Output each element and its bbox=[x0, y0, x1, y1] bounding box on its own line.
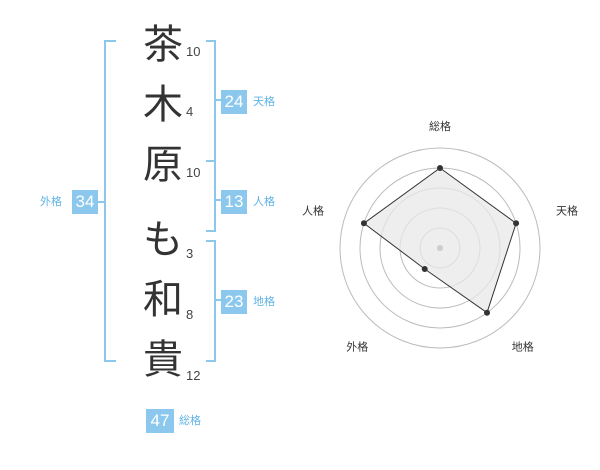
radar-point-5 bbox=[360, 220, 367, 227]
stroke-count-6: 12 bbox=[186, 368, 201, 383]
stroke-count-5: 8 bbox=[186, 307, 194, 322]
radar-axis-label-2: 天格 bbox=[556, 203, 578, 217]
radar-area bbox=[363, 167, 517, 314]
jinkaku-badge: 13 bbox=[221, 190, 247, 214]
radar-center-dot bbox=[437, 245, 443, 251]
name-char-2: 木 bbox=[143, 82, 183, 128]
gaikaku-tick bbox=[98, 201, 106, 203]
soukaku-badge: 47 bbox=[146, 409, 174, 433]
name-char-4: も bbox=[143, 217, 183, 263]
stroke-count-1: 10 bbox=[186, 44, 201, 59]
radar-point-1 bbox=[437, 165, 443, 171]
jinkaku-tick bbox=[214, 199, 222, 201]
tenkaku-badge: 24 bbox=[221, 90, 247, 114]
radar-axis-label-5: 人格 bbox=[302, 203, 324, 217]
gaikaku-badge: 34 bbox=[72, 190, 98, 214]
radar-axis-label-3: 地格 bbox=[512, 340, 534, 354]
stroke-count-4: 3 bbox=[186, 246, 194, 261]
stroke-count-2: 4 bbox=[186, 104, 194, 119]
chikaku-tick bbox=[214, 299, 222, 301]
chikaku-badge: 23 bbox=[221, 290, 247, 314]
gaikaku-label: 外格 bbox=[40, 195, 62, 208]
chikaku-bracket bbox=[206, 240, 216, 362]
name-char-6: 貴 bbox=[143, 337, 183, 383]
name-char-1: 茶 bbox=[143, 22, 183, 68]
radar-ring-5 bbox=[339, 147, 541, 349]
soukaku-label: 総格 bbox=[179, 414, 201, 427]
radar-point-4 bbox=[421, 266, 428, 273]
chikaku-label: 地格 bbox=[253, 295, 275, 308]
stroke-count-3: 10 bbox=[186, 165, 201, 180]
jinkaku-label: 人格 bbox=[253, 195, 275, 208]
name-char-5: 和 bbox=[143, 277, 183, 323]
radar-axis-label-4: 外格 bbox=[346, 340, 368, 354]
tenkaku-bracket bbox=[206, 40, 216, 162]
name-char-3: 原 bbox=[143, 142, 183, 188]
radar-point-2 bbox=[513, 220, 520, 227]
tenkaku-tick bbox=[214, 99, 222, 101]
tenkaku-label: 天格 bbox=[253, 95, 275, 108]
radar-axis-label-1: 総格 bbox=[429, 119, 451, 133]
jinkaku-bracket bbox=[206, 160, 216, 232]
radar-point-3 bbox=[484, 309, 491, 316]
